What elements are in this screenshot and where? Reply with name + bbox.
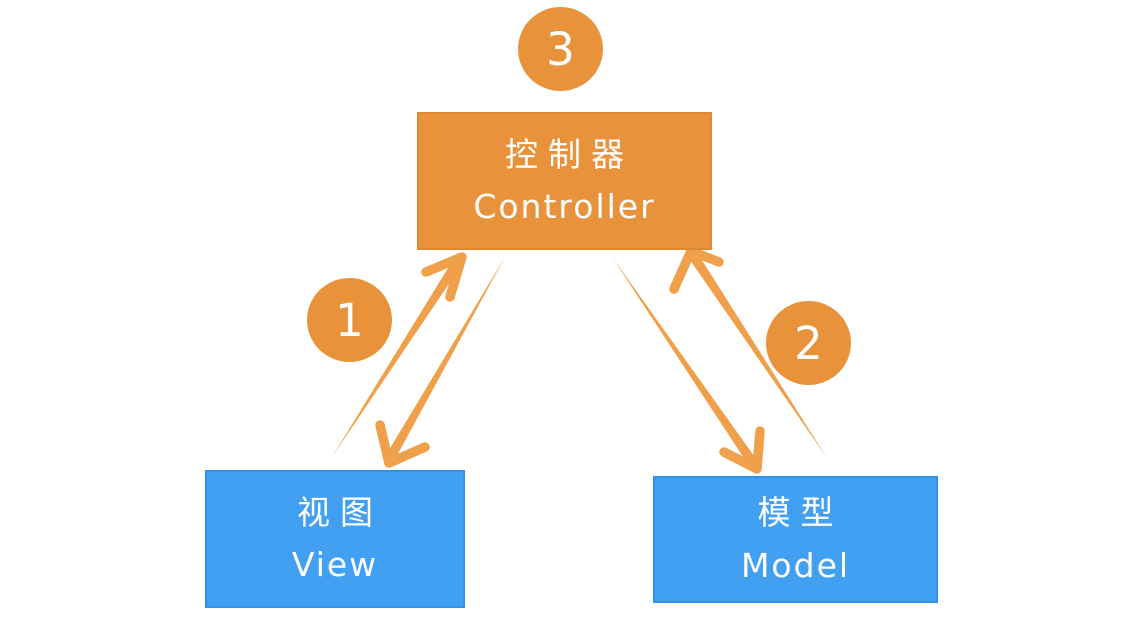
arrow-controller-to-model [612,257,765,474]
arrow-model-to-controller [669,246,827,458]
controller-node: 控制器 Controller [417,112,712,250]
arrow-view-to-controller [332,252,467,457]
view-node: 视图 View [205,470,465,608]
step-badge-2-label: 2 [794,316,823,370]
model-label-zh: 模型 [757,493,844,533]
controller-label-zh: 控制器 [505,134,634,174]
model-label-en: Model [740,545,851,585]
view-label-en: View [291,545,379,584]
step-badge-3-label: 3 [546,22,575,76]
view-label-zh: 视图 [297,492,383,532]
step-badge-1-label: 1 [335,293,364,347]
arrow-controller-to-view [375,257,505,468]
controller-label-en: Controller [473,187,656,226]
step-badge-3: 3 [518,7,603,91]
step-badge-2: 2 [766,301,851,385]
step-badge-1: 1 [307,278,392,362]
model-node: 模型 Model [653,476,938,603]
